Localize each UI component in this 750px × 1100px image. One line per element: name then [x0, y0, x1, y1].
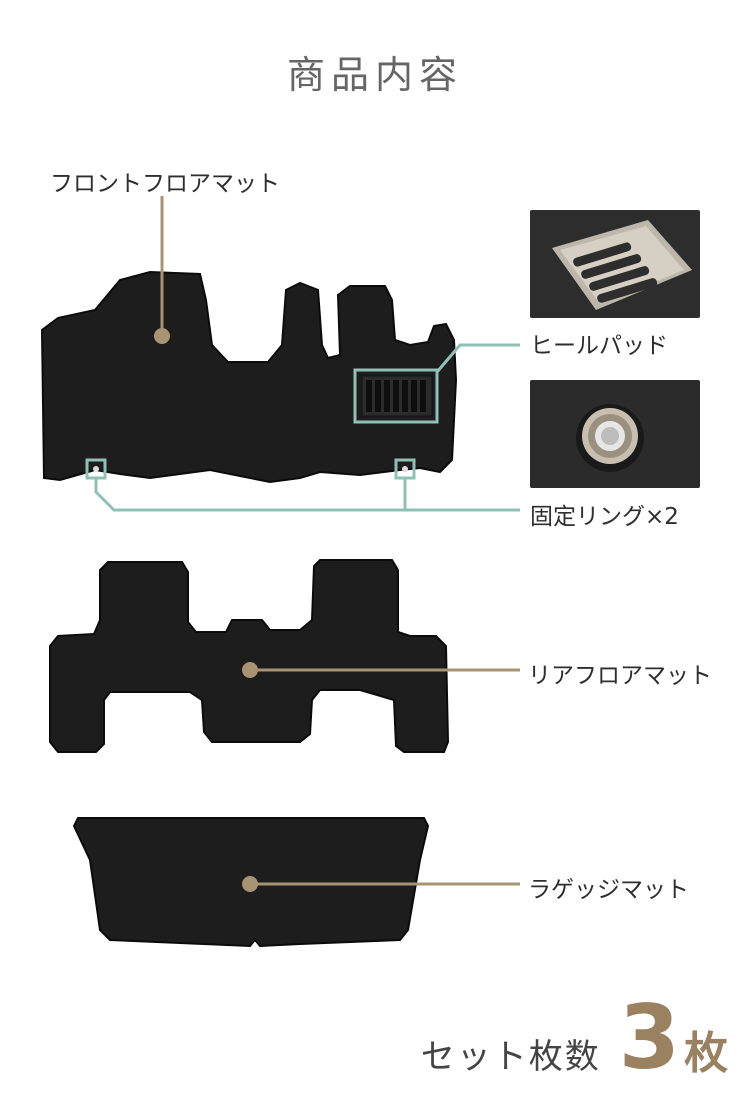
- set-count: セット枚数 3 枚: [421, 994, 728, 1082]
- luggage-mat-dot: [242, 876, 258, 892]
- set-count-unit: 枚: [684, 1028, 728, 1079]
- label-luggage-mat: ラゲッジマット: [528, 877, 689, 903]
- ring-left-icon: [93, 466, 99, 472]
- label-rear-floor-mat: リアフロアマット: [528, 663, 712, 689]
- page-title: 商品内容: [286, 53, 463, 97]
- heel-pad-leader: [435, 343, 520, 373]
- ring-leader: [94, 478, 520, 512]
- label-front-floor-mat: フロントフロアマット: [50, 171, 280, 197]
- set-count-label: セット枚数: [420, 1037, 601, 1077]
- rear-mat-dot: [242, 662, 258, 678]
- label-heel-pad: ヒールパッド: [530, 333, 668, 359]
- fix-ring-photo: [530, 380, 700, 488]
- heel-pad-ribs: [366, 380, 426, 412]
- label-fix-ring: 固定リング×2: [530, 504, 679, 530]
- heel-pad-highlight: [353, 368, 439, 424]
- heel-pad-photo: [530, 210, 700, 318]
- front-mat-dot: [154, 328, 170, 344]
- set-count-number: 3: [618, 986, 680, 1089]
- rear-floor-mat: [49, 559, 450, 753]
- ring-right-icon: [402, 466, 408, 472]
- front-floor-mat: [40, 270, 458, 484]
